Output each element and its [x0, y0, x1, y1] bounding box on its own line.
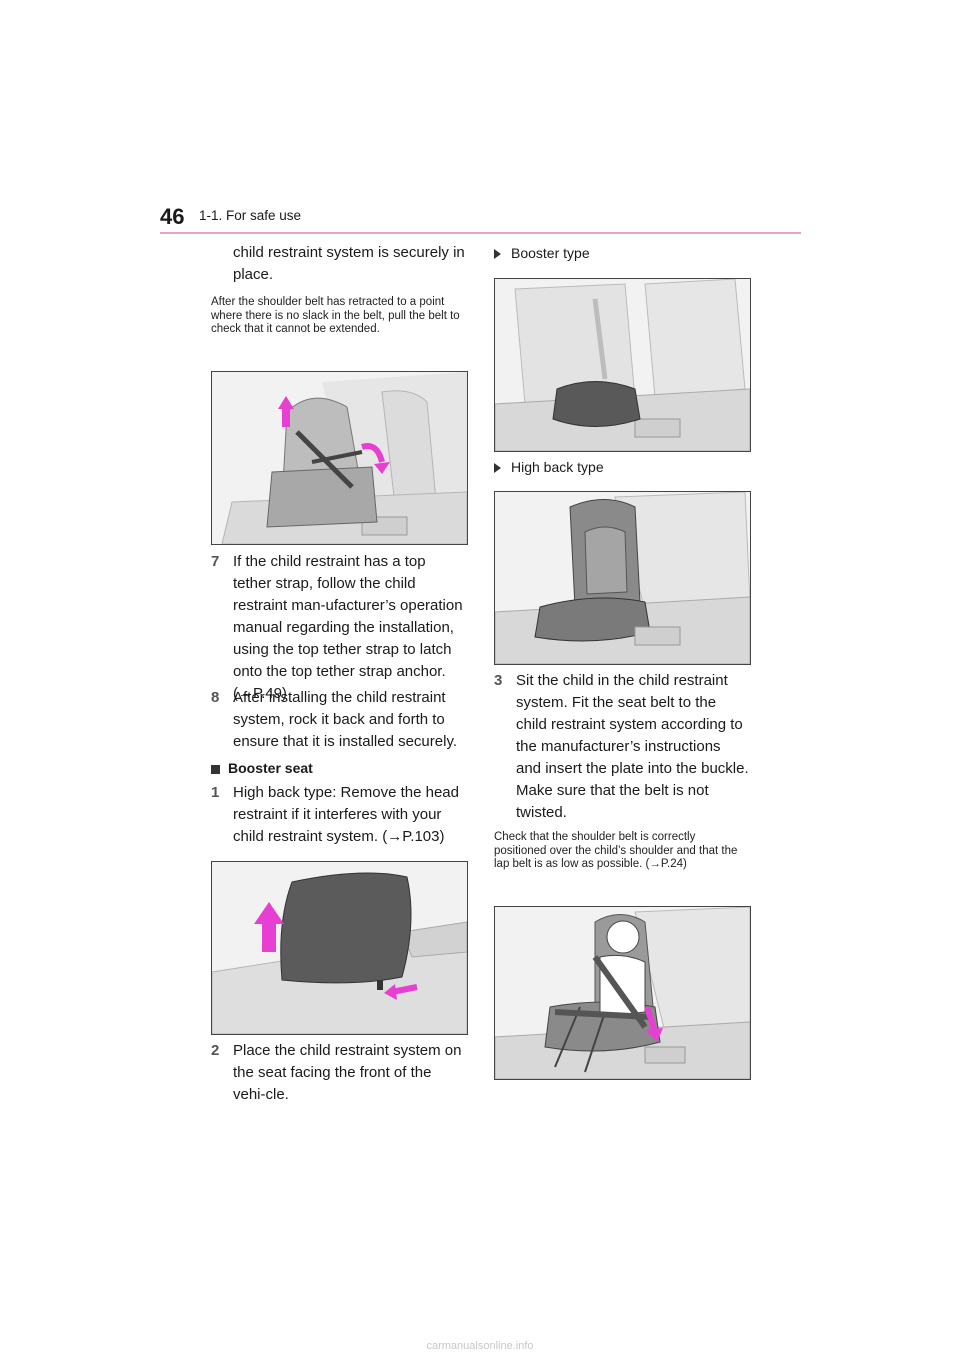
step-8: 8 After installing the child restraint s…: [211, 687, 466, 753]
square-bullet-icon: [211, 764, 220, 774]
step-number: 8: [211, 689, 220, 706]
triangle-bullet-icon: [494, 249, 501, 260]
step-7: 7 If the child restraint has a top tethe…: [211, 551, 466, 705]
note-shoulder-belt: After the shoulder belt has retracted to…: [211, 296, 460, 335]
continued-text: child restraint system is securely in pl…: [233, 244, 465, 283]
step-3: 3 Sit the child in the child restraint s…: [494, 670, 749, 824]
figure-high-back-type: [494, 491, 751, 665]
booster-seat-heading: Booster seat: [211, 760, 313, 776]
step-number: 3: [494, 672, 503, 689]
step-number: 2: [211, 1042, 220, 1059]
watermark: carmanualsonline.info: [426, 1340, 534, 1352]
step-2: 2 Place the child restraint system on th…: [211, 1040, 466, 1106]
step-number: 7: [211, 553, 220, 570]
step-text: High back type: Remove the head restrain…: [233, 784, 459, 845]
figure-booster-type: [494, 278, 751, 452]
bullet-booster-type: Booster type: [494, 245, 590, 261]
step-text: If the child restraint has a top tether …: [233, 553, 463, 702]
header-rule: [160, 232, 801, 234]
note-shoulder-position: Check that the shoulder belt is correctl…: [494, 831, 738, 870]
figure-head-restraint: [211, 861, 468, 1035]
figure-child-seated: [494, 906, 751, 1080]
step-text: After installing the child restraint sys…: [233, 689, 457, 750]
triangle-bullet-icon: [494, 463, 501, 474]
page-number: 46: [160, 204, 185, 229]
bullet-high-back-type: High back type: [494, 459, 604, 475]
section-title: 1-1. For safe use: [199, 208, 302, 223]
figure-child-seat-installed: [211, 371, 468, 545]
step-text: Place the child restraint system on the …: [233, 1042, 462, 1103]
step-number: 1: [211, 784, 220, 801]
step-text: Sit the child in the child restraint sys…: [516, 672, 749, 821]
step-1: 1 High back type: Remove the head restra…: [211, 782, 466, 848]
